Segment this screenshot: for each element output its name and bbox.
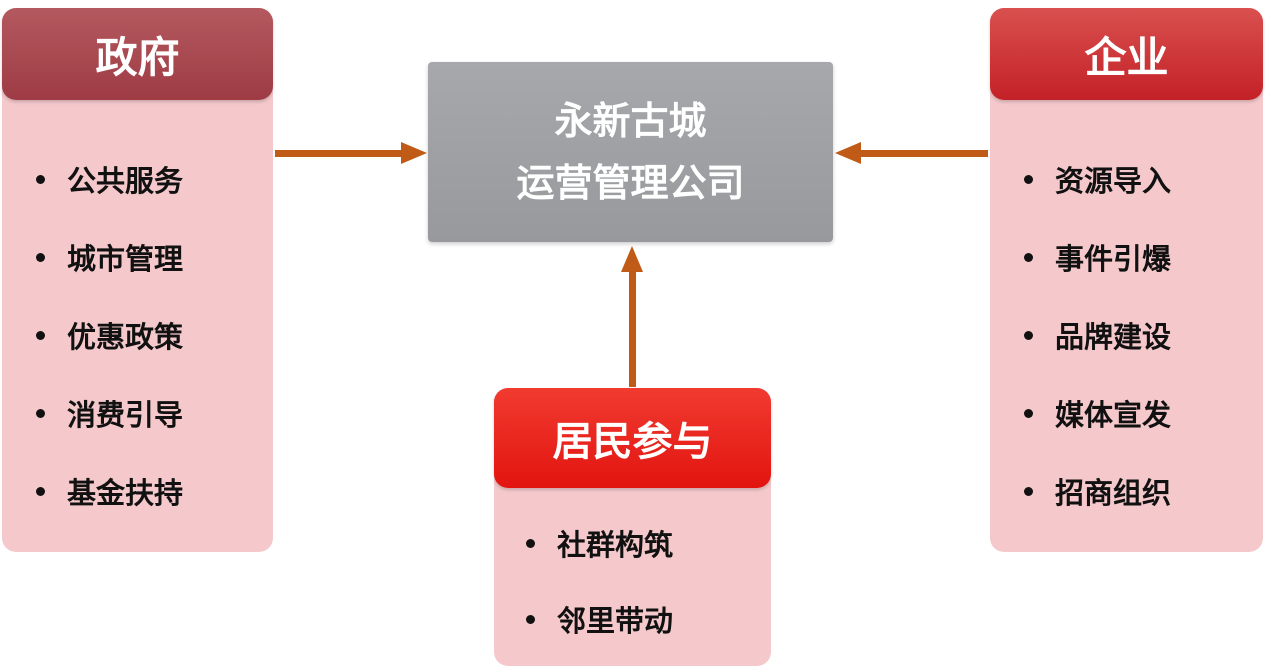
bullet-icon	[36, 408, 45, 418]
enterprise-header: 企业	[990, 8, 1263, 100]
list-item-label: 城市管理	[67, 242, 184, 276]
enterprise-panel: 企业 资源导入 事件引爆 品牌建设 媒体宣发 招商组织	[990, 8, 1263, 552]
list-item-label: 基金扶持	[67, 476, 184, 510]
arrow-shaft	[859, 150, 988, 157]
list-item: 事件引爆	[990, 218, 1263, 296]
bullet-icon	[36, 252, 45, 262]
list-item-label: 事件引爆	[1055, 242, 1172, 276]
residents-header: 居民参与	[494, 388, 771, 488]
residents-title: 居民参与	[552, 419, 713, 465]
list-item: 品牌建设	[990, 296, 1263, 374]
list-item-label: 优惠政策	[67, 320, 184, 354]
arrow-head-left-icon	[835, 142, 861, 164]
bullet-icon	[526, 538, 535, 548]
government-title: 政府	[95, 32, 180, 82]
arrow-shaft	[629, 270, 636, 387]
bullet-icon	[526, 614, 535, 624]
arrow-government-to-center	[275, 142, 427, 164]
list-item: 社群构筑	[494, 505, 771, 581]
list-item-label: 品牌建设	[1055, 320, 1172, 354]
arrow-residents-to-center	[621, 246, 643, 387]
list-item: 公共服务	[2, 140, 273, 218]
list-item-label: 资源导入	[1055, 164, 1172, 198]
list-item-label: 招商组织	[1055, 476, 1172, 510]
bullet-icon	[1024, 174, 1033, 184]
government-items: 公共服务 城市管理 优惠政策 消费引导 基金扶持	[2, 140, 273, 530]
center-company-line1: 永新古城	[554, 99, 707, 143]
enterprise-title: 企业	[1084, 32, 1169, 82]
arrow-head-right-icon	[401, 142, 427, 164]
government-header: 政府	[2, 8, 273, 100]
bullet-icon	[1024, 486, 1033, 496]
list-item-label: 社群构筑	[557, 528, 674, 562]
list-item-label: 消费引导	[67, 398, 184, 432]
list-item: 优惠政策	[2, 296, 273, 374]
center-company-line2: 运营管理公司	[516, 161, 745, 205]
government-panel: 政府 公共服务 城市管理 优惠政策 消费引导 基金扶持	[2, 8, 273, 552]
list-item: 基金扶持	[2, 452, 273, 530]
list-item-label: 邻里带动	[557, 604, 674, 638]
list-item: 城市管理	[2, 218, 273, 296]
list-item: 招商组织	[990, 452, 1263, 530]
list-item: 消费引导	[2, 374, 273, 452]
bullet-icon	[1024, 408, 1033, 418]
arrow-head-up-icon	[621, 246, 643, 272]
list-item: 媒体宣发	[990, 374, 1263, 452]
list-item: 邻里带动	[494, 581, 771, 657]
residents-items: 社群构筑 邻里带动	[494, 505, 771, 657]
bullet-icon	[36, 330, 45, 340]
residents-panel: 居民参与 社群构筑 邻里带动	[494, 388, 771, 666]
list-item-label: 公共服务	[67, 164, 184, 198]
list-item-label: 媒体宣发	[1055, 398, 1172, 432]
bullet-icon	[36, 486, 45, 496]
enterprise-items: 资源导入 事件引爆 品牌建设 媒体宣发 招商组织	[990, 140, 1263, 530]
bullet-icon	[1024, 330, 1033, 340]
arrow-enterprise-to-center	[835, 142, 988, 164]
center-company-box: 永新古城 运营管理公司	[428, 62, 833, 242]
list-item: 资源导入	[990, 140, 1263, 218]
arrow-shaft	[275, 150, 403, 157]
bullet-icon	[1024, 252, 1033, 262]
bullet-icon	[36, 174, 45, 184]
